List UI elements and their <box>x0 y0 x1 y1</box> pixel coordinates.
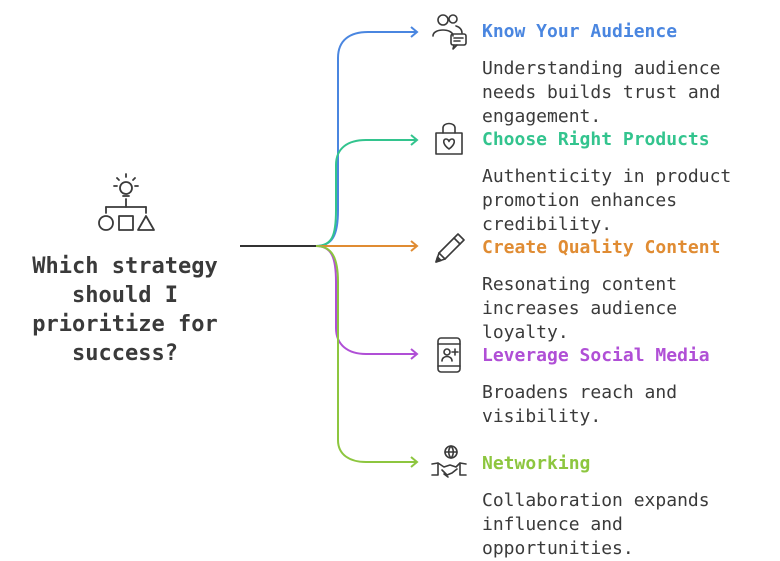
shopping-bag-heart-icon <box>435 122 463 155</box>
branch-title-quality-content: Create Quality Content <box>482 237 721 258</box>
arrow-choose-products <box>410 134 419 146</box>
branch-title-know-audience: Know Your Audience <box>482 21 678 42</box>
branch-desc-networking: Collaboration expands influence and oppo… <box>482 490 710 559</box>
branch-desc-quality-content: Resonating content increases audience lo… <box>482 274 678 343</box>
branch-desc-choose-products: Authenticity in product promotion enhanc… <box>482 166 732 235</box>
connector-networking <box>315 245 416 463</box>
branch-title-social-media: Leverage Social Media <box>482 345 710 366</box>
connector-choose-products <box>315 139 416 247</box>
lightbulb-flowchart-icon <box>98 173 155 231</box>
arrow-social-media <box>410 348 419 360</box>
branch-desc-know-audience: Understanding audience needs builds trus… <box>482 58 721 127</box>
branch-title-networking: Networking <box>482 453 591 474</box>
connector-diagram <box>98 26 419 468</box>
arrow-quality-content <box>410 240 419 252</box>
connector-social-media <box>315 245 416 355</box>
handshake-globe-icon <box>431 445 467 478</box>
arrow-know-audience <box>410 26 419 38</box>
branch-desc-social-media: Broadens reach and visibility. <box>482 382 678 427</box>
branch-title-choose-products: Choose Right Products <box>482 129 710 150</box>
arrow-networking <box>410 456 419 468</box>
pencil-icon <box>435 233 465 263</box>
phone-user-icon <box>437 337 461 373</box>
people-chat-icon <box>432 14 467 50</box>
central-question: Which strategy should I prioritize for s… <box>32 254 218 366</box>
